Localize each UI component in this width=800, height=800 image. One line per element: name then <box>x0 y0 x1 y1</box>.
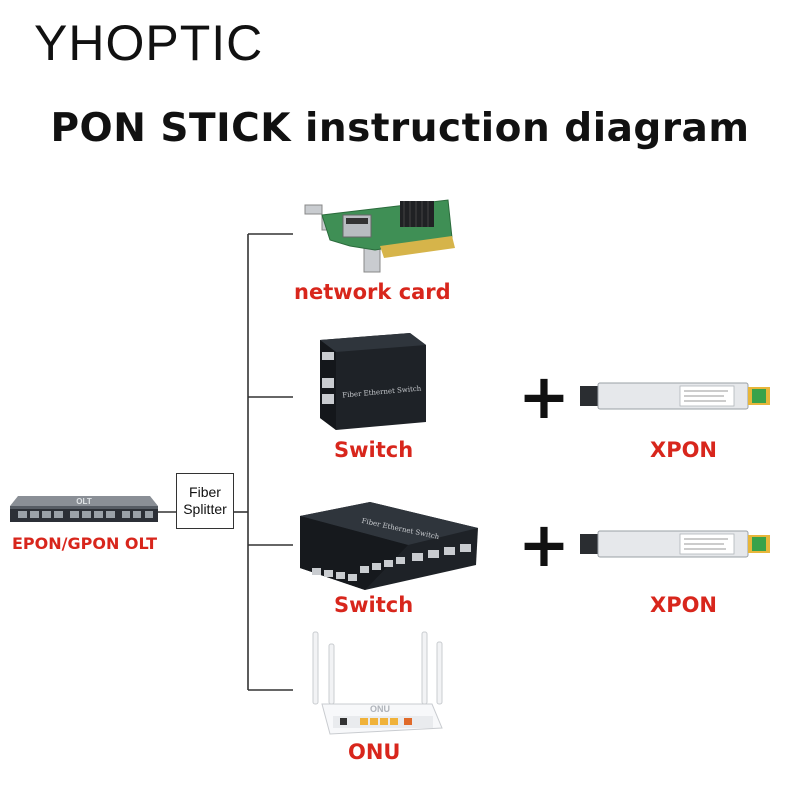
onu-device: ONU <box>312 631 443 735</box>
onu-label: ONU <box>348 740 401 764</box>
switch-small-device: Fiber Ethernet Switch <box>320 333 426 430</box>
plus-sign-1: + <box>518 360 570 433</box>
brand-name: YHOPTIC <box>34 15 264 71</box>
xpon-label-2: XPON <box>650 593 718 617</box>
xpon-module-2 <box>580 530 770 558</box>
xpon-label-1: XPON <box>650 438 718 462</box>
network-card-label: network card <box>294 280 451 304</box>
network-card-device <box>304 199 455 273</box>
olt-label: EPON/GPON OLT <box>12 534 157 553</box>
diagram-title: PON STICK instruction diagram <box>50 106 750 151</box>
fiber-splitter-box: Fiber Splitter <box>176 473 234 529</box>
splitter-label-line2: Splitter <box>183 501 227 517</box>
switch-large-label: Switch <box>334 593 414 617</box>
olt-device: OLT <box>10 496 158 522</box>
plus-sign-2: + <box>518 508 570 581</box>
olt-device-text: OLT <box>76 497 92 506</box>
xpon-module-1 <box>580 382 770 410</box>
onu-device-text: ONU <box>370 704 390 714</box>
connector-lines <box>158 233 293 691</box>
splitter-label-line1: Fiber <box>189 484 221 500</box>
switch-small-label: Switch <box>334 438 414 462</box>
switch-large-device: Fiber Ethernet Switch <box>300 502 478 590</box>
